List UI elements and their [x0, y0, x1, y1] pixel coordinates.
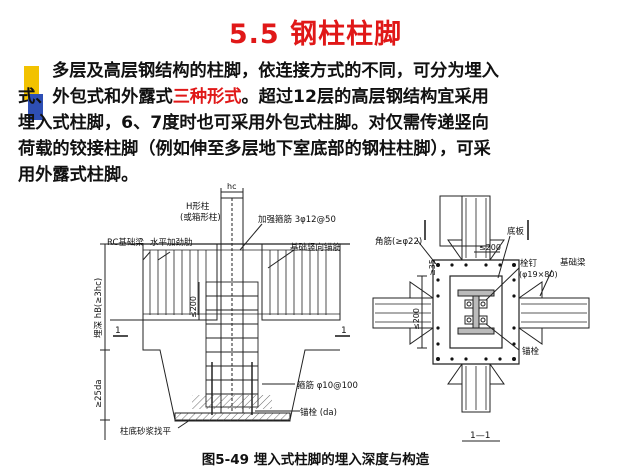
para-line-1: 多层及高层钢结构的柱脚，依连接方式的不同，可分为埋入	[52, 61, 499, 81]
para-line-5: 用外露式柱脚。	[18, 165, 139, 185]
label-foundation-beam: 基础梁	[560, 257, 586, 268]
label-grout: 柱底砂浆找平	[120, 426, 172, 437]
label-box-column: (或箱形柱)	[180, 212, 221, 223]
label-section-left: 1	[115, 326, 121, 336]
para-line-2b: 。超过12层的高层钢结构宜采用	[241, 87, 489, 107]
para-line-2: 式、外包式和外露式三种形式。超过12层的高层钢结构宜采用	[18, 84, 614, 110]
label-h-column: H形柱	[186, 201, 210, 212]
page-title: 5.5 钢柱柱脚	[228, 19, 403, 50]
label-rc-beam: RC基础梁	[107, 237, 144, 248]
label-base-plate: 底板	[507, 226, 525, 237]
label-stud-spec: (φ19×80)	[519, 270, 558, 279]
left-elevation	[100, 188, 350, 440]
decor-blue-block	[28, 94, 43, 120]
label-anchor-bolt: 锚栓 (da)	[300, 407, 337, 418]
figure-caption: 图5-49 埋入式柱脚的埋入深度与构造	[201, 452, 430, 468]
para-line-3: 埋入式柱脚，6、7度时也可采用外包式柱脚。对仅需传递竖向	[18, 113, 489, 133]
label-dim-200-top: ≤200	[479, 243, 501, 252]
label-section-right: 1	[341, 326, 347, 336]
label-stud: 栓钉	[520, 258, 538, 269]
para-line-2a: 式、外包式和外露式	[18, 87, 173, 107]
body-paragraph: 多层及高层钢结构的柱脚，依连接方式的不同，可分为埋入 式、外包式和外露式三种形式…	[18, 58, 614, 188]
label-vertical-anchor: 基础竖向锚筋	[290, 242, 341, 253]
label-angle-bar: 角筋(≥φ22)	[375, 236, 422, 247]
label-hc: hc	[227, 182, 236, 191]
rc-beam-right	[261, 243, 341, 321]
right-plan	[372, 195, 590, 413]
label-stirrup: 箍筋 φ10@100	[297, 380, 358, 391]
label-section-1-1: 1—1	[470, 431, 490, 441]
label-embed-depth: 埋深 hB(≥3hc)	[93, 278, 104, 338]
label-dim-35: ≥35	[428, 259, 437, 276]
para-line-4: 荷载的铰接柱脚（例如伸至多层地下室底部的钢柱柱脚），可采	[18, 139, 491, 159]
label-depth-25d: ≥25da	[94, 379, 104, 408]
label-dim-200: ≤200	[189, 296, 198, 318]
label-anchor: 锚栓	[522, 346, 540, 357]
para-highlight: 三种形式	[172, 87, 242, 107]
label-dim-200-side: ≤200	[412, 308, 421, 330]
label-stiffener: 水平加劲肋	[150, 237, 193, 248]
decor-yellow-block	[24, 66, 39, 100]
label-stiff-stirrup: 加强箍筋 3φ12@50	[258, 214, 336, 225]
